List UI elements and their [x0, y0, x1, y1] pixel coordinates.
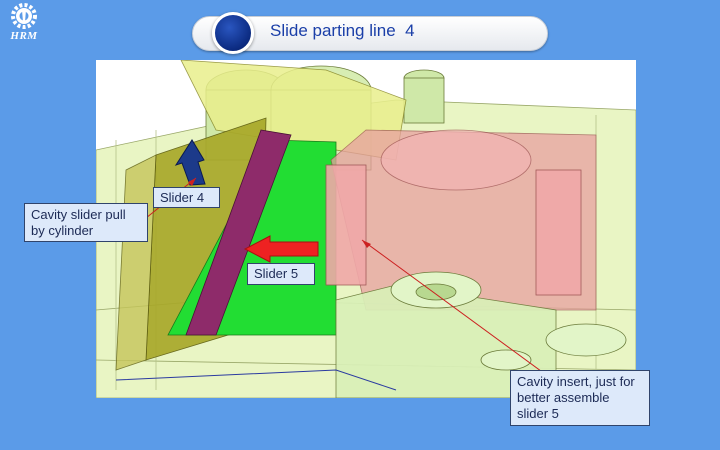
gear-icon — [11, 3, 37, 29]
callout-cavity-slider: Cavity slider pull by cylinder — [24, 203, 148, 242]
logo-text: HRM — [10, 30, 38, 42]
cad-mold-figure — [96, 60, 636, 398]
callout-cavity-insert: Cavity insert, just for better assemble … — [510, 370, 650, 426]
label-slider-4: Slider 4 — [153, 187, 220, 208]
page-title: Slide parting line 4 — [270, 21, 415, 40]
title-bullet — [212, 12, 254, 54]
label-slider-5: Slider 5 — [247, 263, 315, 285]
